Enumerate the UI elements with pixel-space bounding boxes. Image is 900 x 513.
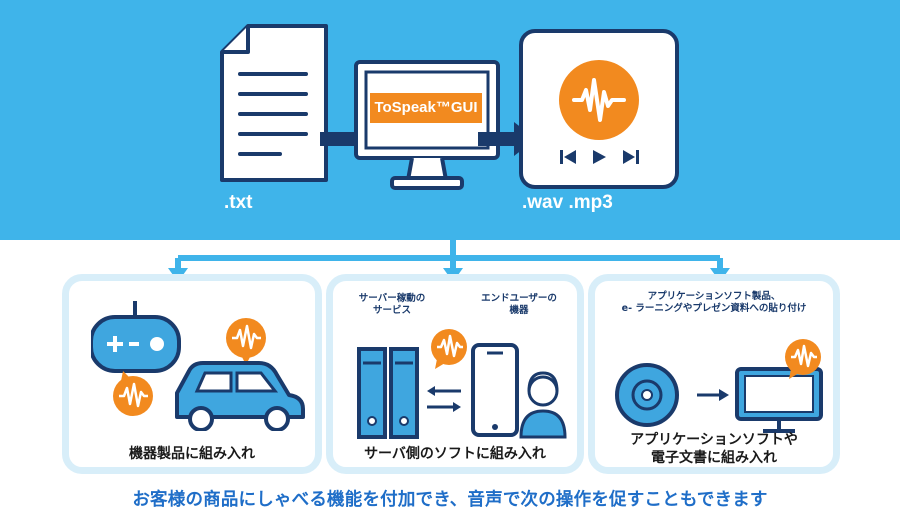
output-format-label: .wav .mp3	[522, 192, 613, 213]
user-avatar-icon	[519, 371, 567, 439]
tospeak-badge: ToSpeak™GUI	[370, 93, 482, 123]
speech-bubble-icon	[113, 371, 153, 416]
card-caption: サーバ側のソフトに組み入れ	[364, 446, 546, 462]
text-document-icon	[220, 24, 328, 182]
monitor-icon	[735, 367, 823, 433]
card-server-software: サーバー稼動の サービス エンドユーザーの 機器	[326, 274, 584, 474]
exchange-arrows-icon	[427, 386, 461, 412]
tagline: お客様の商品にしゃべる機能を付加でき、音声で次の操作を促すこともできます	[132, 490, 768, 510]
arrow-right-icon	[697, 389, 729, 401]
speech-bubble-icon	[431, 329, 467, 369]
card-device-products: 機器製品に組み入れ	[62, 274, 322, 474]
card-caption: アプリケーションソフトや 電子文書に組み入れ	[630, 432, 798, 466]
card-caption: 機器製品に組み入れ	[129, 446, 255, 462]
smartphone-icon	[471, 343, 519, 437]
car-icon	[175, 361, 305, 431]
monitor-icon	[354, 60, 500, 190]
server-label: サーバー稼動の サービス	[358, 293, 426, 316]
card-app-software: アプリケーションソフト製品、 e- ラーニングやプレゼン資料への貼り付け	[588, 274, 840, 474]
disc-monitor-illustration	[615, 339, 823, 433]
game-controller-icon	[91, 301, 181, 373]
server-client-illustration	[357, 329, 567, 439]
speech-bubble-icon	[226, 318, 266, 365]
app-software-note: アプリケーションソフト製品、 e- ラーニングやプレゼン資料への貼り付け	[621, 291, 807, 314]
txt-label: .txt	[224, 192, 253, 213]
device-illustrations	[91, 301, 305, 431]
disc-icon	[615, 363, 679, 427]
speech-bubble-icon	[785, 339, 821, 379]
server-icon	[357, 347, 419, 439]
audio-player-icon	[519, 29, 679, 189]
end-user-label: エンドユーザーの 機器	[481, 293, 557, 316]
